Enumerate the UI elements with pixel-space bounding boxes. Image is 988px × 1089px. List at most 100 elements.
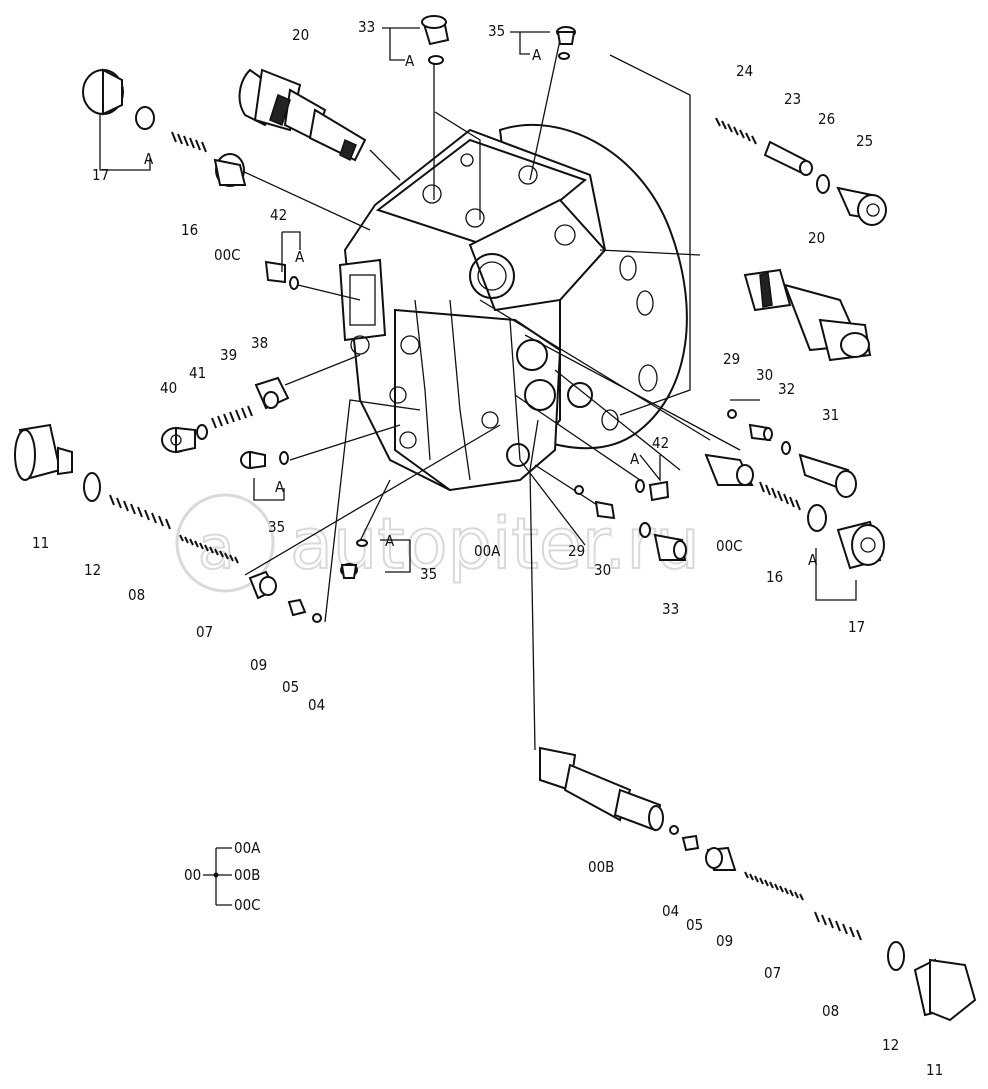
plug-35-left bbox=[240, 450, 289, 470]
valve-body bbox=[338, 123, 688, 492]
label-17-top-a: A bbox=[144, 150, 154, 168]
label-12-left: 12 bbox=[84, 561, 101, 579]
plug-33-center bbox=[639, 522, 687, 561]
plug-33-top bbox=[421, 15, 450, 65]
seat-09-left bbox=[248, 570, 277, 600]
spool-00C-right bbox=[704, 453, 754, 486]
spring-07-right bbox=[744, 871, 804, 901]
ball-29-right bbox=[727, 409, 737, 419]
label-29-right: 29 bbox=[723, 350, 740, 368]
label-23: 23 bbox=[784, 90, 801, 108]
spring-08-left bbox=[109, 494, 171, 530]
label-04-left: 04 bbox=[308, 696, 325, 714]
label-05-left: 05 bbox=[282, 678, 299, 696]
label-09-left: 09 bbox=[250, 656, 267, 674]
label-30-right: 30 bbox=[756, 366, 773, 384]
screw-23 bbox=[763, 140, 813, 176]
label-16-top: 16 bbox=[181, 221, 198, 239]
label-07-right: 07 bbox=[764, 964, 781, 982]
plug-30-center bbox=[594, 500, 616, 520]
plug-11-right bbox=[913, 958, 977, 1022]
label-41: 41 bbox=[189, 364, 206, 382]
label-31: 31 bbox=[822, 406, 839, 424]
leader-lines bbox=[239, 39, 760, 751]
part-05-right bbox=[681, 834, 700, 852]
label-32: 32 bbox=[778, 380, 795, 398]
ring-26 bbox=[816, 174, 830, 194]
label-09-right: 09 bbox=[716, 932, 733, 950]
spring-16-top bbox=[171, 131, 247, 187]
a-brackets bbox=[99, 27, 857, 601]
label-00C-right: 00C bbox=[716, 537, 743, 555]
label-26: 26 bbox=[818, 110, 835, 128]
label-04-right: 04 bbox=[662, 902, 679, 920]
spool-00B bbox=[539, 746, 664, 832]
ring-41 bbox=[196, 424, 208, 440]
plug-30-right bbox=[748, 423, 773, 442]
ball-29-center bbox=[574, 485, 584, 495]
label-35-top: 35 bbox=[488, 22, 505, 40]
part-labels: 20 33 A 35 A 24 23 26 25 17 A 16 00C 42 … bbox=[32, 18, 943, 1079]
label-42-left-a: A bbox=[295, 248, 305, 266]
seat-09-right bbox=[705, 846, 737, 871]
plug-40 bbox=[161, 426, 196, 454]
label-17-right-a: A bbox=[808, 551, 818, 569]
label-11-right: 11 bbox=[926, 1061, 943, 1079]
legend-item-00C: 00C bbox=[234, 896, 261, 914]
plug-11-left bbox=[14, 423, 73, 481]
plug-35-lower bbox=[340, 539, 368, 579]
screw-24 bbox=[715, 117, 757, 145]
plug-17-top bbox=[82, 68, 155, 130]
ball-04-left bbox=[312, 613, 322, 623]
oring-12-right bbox=[887, 941, 905, 971]
label-17-right: 17 bbox=[848, 618, 865, 636]
label-35-left-a: A bbox=[275, 478, 285, 496]
label-08-right: 08 bbox=[822, 1002, 839, 1020]
label-33-top: 33 bbox=[358, 18, 375, 36]
label-42-left: 42 bbox=[270, 206, 287, 224]
spring-16-right bbox=[759, 481, 801, 511]
label-39: 39 bbox=[220, 346, 237, 364]
spring-08-right bbox=[814, 911, 862, 941]
label-42-right-a: A bbox=[630, 450, 640, 468]
label-00C-top: 00C bbox=[214, 246, 241, 264]
label-24: 24 bbox=[736, 62, 753, 80]
relief-valve-20-top bbox=[238, 68, 367, 162]
plug-25 bbox=[836, 186, 887, 226]
ball-04-right bbox=[669, 825, 679, 835]
label-05-right: 05 bbox=[686, 916, 703, 934]
label-35-lower-a: A bbox=[385, 532, 395, 550]
label-11-left: 11 bbox=[32, 534, 49, 552]
label-00B: 00B bbox=[588, 858, 614, 876]
label-40: 40 bbox=[160, 379, 177, 397]
label-35-top-a: A bbox=[532, 46, 542, 64]
label-25: 25 bbox=[856, 132, 873, 150]
spool-38 bbox=[254, 376, 290, 410]
label-08-left: 08 bbox=[128, 586, 145, 604]
label-12-right: 12 bbox=[882, 1036, 899, 1054]
spring-39 bbox=[211, 405, 253, 429]
part-05-left bbox=[287, 598, 307, 617]
legend-item-00B: 00B bbox=[234, 866, 260, 884]
plug-35-top bbox=[556, 26, 576, 60]
label-17-top: 17 bbox=[92, 166, 109, 184]
assembly-legend: 00 00A 00B 00C bbox=[184, 839, 261, 914]
label-35-lower: 35 bbox=[420, 565, 437, 583]
label-33-top-a: A bbox=[405, 52, 415, 70]
label-20-top: 20 bbox=[292, 26, 309, 44]
label-30-center: 30 bbox=[594, 561, 611, 579]
plug-42-right bbox=[635, 479, 670, 502]
plug-42-left bbox=[264, 260, 299, 290]
label-29-center: 29 bbox=[568, 542, 585, 560]
label-20-right: 20 bbox=[808, 229, 825, 247]
label-16-right: 16 bbox=[766, 568, 783, 586]
label-00A: 00A bbox=[474, 542, 501, 560]
legend-item-00A: 00A bbox=[234, 839, 261, 857]
plug-17-right bbox=[807, 504, 885, 570]
label-38: 38 bbox=[251, 334, 268, 352]
legend-root: 00 bbox=[184, 866, 201, 884]
spring-07-left bbox=[179, 534, 239, 564]
relief-valve-20-right bbox=[743, 268, 872, 362]
label-33-center: 33 bbox=[662, 600, 679, 618]
